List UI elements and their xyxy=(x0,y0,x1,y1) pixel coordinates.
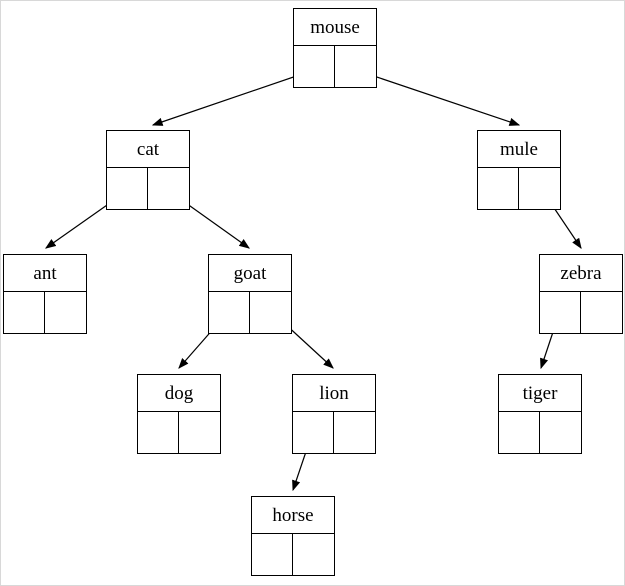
tree-node-lion[interactable]: lion xyxy=(292,374,376,454)
tree-node-pointer-row xyxy=(252,534,334,576)
tree-node-label: horse xyxy=(252,497,334,534)
tree-node-zebra[interactable]: zebra xyxy=(539,254,623,334)
tree-node-label: ant xyxy=(4,255,86,292)
tree-node-pointer-row xyxy=(499,412,581,454)
tree-node-pointer-row xyxy=(107,168,189,210)
right-pointer-cell-goat[interactable] xyxy=(250,292,291,334)
left-pointer-cell-tiger[interactable] xyxy=(499,412,540,454)
tree-node-label: lion xyxy=(293,375,375,412)
right-pointer-cell-horse[interactable] xyxy=(293,534,334,576)
edge-mouse-to-cat xyxy=(151,69,315,126)
tree-node-mouse[interactable]: mouse xyxy=(293,8,377,88)
tree-node-ant[interactable]: ant xyxy=(3,254,87,334)
right-pointer-cell-mouse[interactable] xyxy=(335,46,376,88)
left-pointer-cell-mule[interactable] xyxy=(478,168,519,210)
tree-node-horse[interactable]: horse xyxy=(251,496,335,576)
right-pointer-cell-lion[interactable] xyxy=(334,412,375,454)
tree-node-pointer-row xyxy=(540,292,622,334)
tree-node-pointer-row xyxy=(138,412,220,454)
tree-node-mule[interactable]: mule xyxy=(477,130,561,210)
tree-node-cat[interactable]: cat xyxy=(106,130,190,210)
right-pointer-cell-mule[interactable] xyxy=(519,168,560,210)
tree-node-label: goat xyxy=(209,255,291,292)
tree-node-label: cat xyxy=(107,131,189,168)
tree-node-label: zebra xyxy=(540,255,622,292)
right-pointer-cell-cat[interactable] xyxy=(148,168,189,210)
tree-node-pointer-row xyxy=(294,46,376,88)
tree-node-dog[interactable]: dog xyxy=(137,374,221,454)
left-pointer-cell-dog[interactable] xyxy=(138,412,179,454)
tree-node-pointer-row xyxy=(4,292,86,334)
right-pointer-cell-tiger[interactable] xyxy=(540,412,581,454)
tree-node-label: mouse xyxy=(294,9,376,46)
tree-node-goat[interactable]: goat xyxy=(208,254,292,334)
right-pointer-cell-zebra[interactable] xyxy=(581,292,622,334)
left-pointer-cell-goat[interactable] xyxy=(209,292,250,334)
tree-node-label: mule xyxy=(478,131,560,168)
tree-node-label: tiger xyxy=(499,375,581,412)
left-pointer-cell-mouse[interactable] xyxy=(294,46,335,88)
left-pointer-cell-ant[interactable] xyxy=(4,292,45,334)
right-pointer-cell-dog[interactable] xyxy=(179,412,220,454)
tree-node-pointer-row xyxy=(293,412,375,454)
tree-node-label: dog xyxy=(138,375,220,412)
edge-mouse-to-mule xyxy=(355,69,521,126)
tree-node-pointer-row xyxy=(478,168,560,210)
tree-node-pointer-row xyxy=(209,292,291,334)
tree-node-tiger[interactable]: tiger xyxy=(498,374,582,454)
left-pointer-cell-horse[interactable] xyxy=(252,534,293,576)
left-pointer-cell-zebra[interactable] xyxy=(540,292,581,334)
left-pointer-cell-cat[interactable] xyxy=(107,168,148,210)
right-pointer-cell-ant[interactable] xyxy=(45,292,86,334)
left-pointer-cell-lion[interactable] xyxy=(293,412,334,454)
